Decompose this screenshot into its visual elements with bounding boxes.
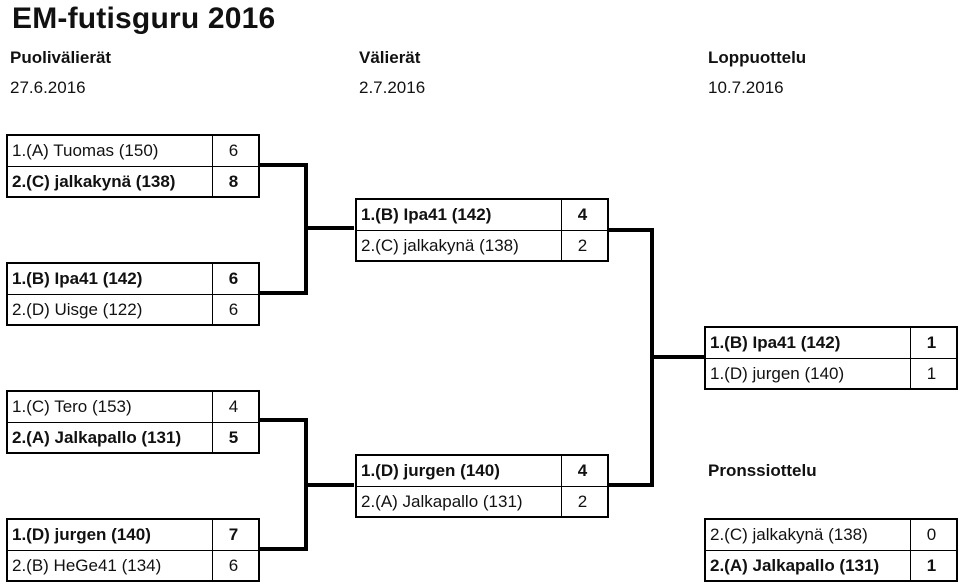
team-name: 2.(C) jalkakynä (138) (706, 520, 911, 550)
match-box-qf4: 1.(D) jurgen (140) 7 2.(B) HeGe41 (134) 6 (6, 518, 260, 582)
team-name: 2.(B) HeGe41 (134) (8, 551, 213, 581)
team-name: 2.(A) Jalkapallo (131) (706, 551, 911, 581)
team-score: 4 (228, 397, 239, 416)
bronze-match-title: Pronssiottelu (708, 461, 817, 480)
team-score: 6 (228, 300, 239, 319)
team-name: 1.(C) Tero (153) (8, 392, 213, 422)
team-row: 2.(A) Jalkapallo (131) 5 (8, 423, 258, 453)
round-title-final: Loppuottelu (708, 48, 807, 67)
match-box-final: 1.(B) Ipa41 (142) 1 1.(D) jurgen (140) 1 (704, 326, 958, 390)
round-date-final: 10.7.2016 (708, 78, 784, 97)
page-title: EM-futisguru 2016 (12, 2, 276, 35)
match-box-qf2: 1.(B) Ipa41 (142) 6 2.(D) Uisge (122) 6 (6, 262, 260, 326)
team-row: 1.(C) Tero (153) 4 (8, 392, 258, 423)
team-score: 2 (577, 236, 588, 255)
team-row: 2.(D) Uisge (122) 6 (8, 295, 258, 325)
team-name: 1.(D) jurgen (140) (8, 520, 213, 550)
team-row: 1.(B) Ipa41 (142) 1 (706, 328, 956, 359)
team-name: 1.(D) jurgen (140) (706, 359, 911, 389)
team-score: 1 (926, 364, 937, 383)
team-row: 1.(D) jurgen (140) 4 (357, 456, 607, 487)
team-row: 1.(D) jurgen (140) 7 (8, 520, 258, 551)
team-score: 6 (228, 269, 239, 288)
team-row: 2.(C) jalkakynä (138) 2 (357, 231, 607, 261)
team-row: 1.(B) Ipa41 (142) 4 (357, 200, 607, 231)
team-score: 5 (228, 428, 239, 447)
team-score: 1 (926, 333, 937, 352)
team-name: 1.(B) Ipa41 (142) (8, 264, 213, 294)
team-name: 1.(A) Tuomas (150) (8, 136, 213, 166)
match-box-sf2: 1.(D) jurgen (140) 4 2.(A) Jalkapallo (13… (355, 454, 609, 518)
team-row: 2.(C) jalkakynä (138) 8 (8, 167, 258, 197)
team-score: 2 (577, 492, 588, 511)
team-name: 1.(B) Ipa41 (142) (706, 328, 911, 358)
team-name: 2.(A) Jalkapallo (131) (357, 487, 562, 517)
team-score: 8 (228, 172, 239, 191)
team-score: 7 (228, 525, 239, 544)
team-score: 0 (926, 525, 937, 544)
team-name: 1.(B) Ipa41 (142) (357, 200, 562, 230)
round-title-semifinals: Välierät (359, 48, 421, 67)
team-row: 2.(C) jalkakynä (138) 0 (706, 520, 956, 551)
team-score: 4 (577, 461, 588, 480)
team-row: 1.(A) Tuomas (150) 6 (8, 136, 258, 167)
team-score: 6 (228, 556, 239, 575)
team-row: 2.(A) Jalkapallo (131) 1 (706, 551, 956, 581)
team-score: 1 (926, 556, 937, 575)
match-box-bronze: 2.(C) jalkakynä (138) 0 2.(A) Jalkapallo … (704, 518, 958, 582)
team-name: 1.(D) jurgen (140) (357, 456, 562, 486)
team-row: 2.(A) Jalkapallo (131) 2 (357, 487, 607, 517)
match-box-qf3: 1.(C) Tero (153) 4 2.(A) Jalkapallo (131)… (6, 390, 260, 454)
round-date-quarterfinals: 27.6.2016 (10, 78, 86, 97)
team-name: 2.(C) jalkakynä (138) (8, 167, 213, 197)
team-score: 6 (228, 141, 239, 160)
team-row: 1.(D) jurgen (140) 1 (706, 359, 956, 389)
team-row: 2.(B) HeGe41 (134) 6 (8, 551, 258, 581)
match-box-sf1: 1.(B) Ipa41 (142) 4 2.(C) jalkakynä (138)… (355, 198, 609, 262)
round-date-semifinals: 2.7.2016 (359, 78, 426, 97)
match-box-qf1: 1.(A) Tuomas (150) 6 2.(C) jalkakynä (138… (6, 134, 260, 198)
team-name: 2.(D) Uisge (122) (8, 295, 213, 325)
round-title-quarterfinals: Puolivälierät (10, 48, 112, 67)
team-score: 4 (577, 205, 588, 224)
team-row: 1.(B) Ipa41 (142) 6 (8, 264, 258, 295)
team-name: 2.(C) jalkakynä (138) (357, 231, 562, 261)
team-name: 2.(A) Jalkapallo (131) (8, 423, 213, 453)
